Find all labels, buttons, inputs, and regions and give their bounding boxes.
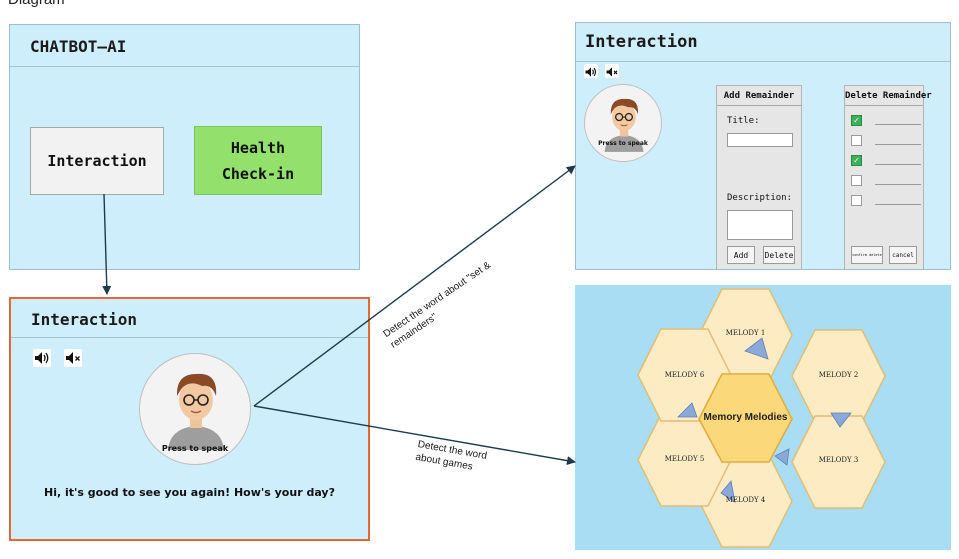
- games-connector-label: Detect the word about games: [414, 438, 488, 476]
- melody-2-label: MELODY 2: [818, 371, 859, 379]
- melody-6-label: MELODY 6: [664, 371, 705, 379]
- play-triangle-icon: [677, 402, 698, 418]
- reminder-screen-header: Interaction: [576, 23, 950, 62]
- interaction-tile-label: Interaction: [47, 152, 147, 170]
- press-to-speak-button[interactable]: Press to speak: [584, 84, 662, 162]
- speaker-on-icon[interactable]: [33, 349, 51, 367]
- add-reminder-button[interactable]: Add: [727, 246, 755, 264]
- health-checkin-tile[interactable]: Health Check-in: [194, 126, 322, 195]
- play-triangle-icon: [830, 412, 852, 428]
- delete-button[interactable]: Delete: [763, 246, 795, 264]
- game-screen: MELODY 1 MELODY 2 MELODY 3 MELODY 4 MELO…: [575, 285, 951, 550]
- memory-melodies-center-hex[interactable]: [698, 373, 793, 463]
- reminder-line: [875, 204, 921, 205]
- press-to-speak-label: Press to speak: [161, 444, 229, 453]
- reminder-screen: Interaction Press to speak Add Remai: [575, 22, 951, 270]
- home-screen-header: CHATBOT—AI: [10, 25, 359, 67]
- home-screen: CHATBOT—AI Interaction Health Check-in: [9, 24, 360, 270]
- reminder-checkbox[interactable]: [851, 135, 862, 146]
- delete-reminder-title: Delete Remainder: [845, 86, 932, 106]
- add-reminder-title: Add Remainder: [717, 86, 801, 106]
- delete-reminder-panel: Delete Remainder ✓ ✓ confirm delete canc…: [844, 85, 932, 269]
- press-to-speak-button[interactable]: Press to speak: [139, 353, 251, 465]
- reminder-line: [875, 124, 921, 125]
- reminder-checkbox[interactable]: ✓: [851, 115, 862, 126]
- reminders-connector-label-line1: Detect the word about "set &: [381, 259, 493, 340]
- melody-5-label: MELODY 5: [664, 455, 705, 463]
- reminder-checkbox[interactable]: [851, 195, 862, 206]
- add-reminder-panel: Add Remainder Title: Description: Add De…: [716, 85, 802, 269]
- confirm-delete-button[interactable]: confirm delete: [851, 246, 883, 264]
- reminder-checkbox[interactable]: ✓: [851, 155, 862, 166]
- melody-4-label: MELODY 4: [725, 496, 766, 504]
- interaction-screen: Interaction Press to speak Hi, it's good…: [9, 297, 370, 541]
- checkmark-icon: ✓: [853, 156, 860, 165]
- reminder-checkbox[interactable]: [851, 175, 862, 186]
- cancel-button[interactable]: cancel: [889, 246, 917, 264]
- hex-grid: [637, 288, 886, 548]
- interaction-screen-title: Interaction: [31, 310, 137, 329]
- melody-3-hex[interactable]: [791, 415, 886, 509]
- health-checkin-label-line2: Check-in: [221, 164, 295, 183]
- speaker-on-icon[interactable]: [584, 64, 598, 78]
- checkmark-icon: ✓: [853, 116, 860, 125]
- play-triangle-icon: [744, 337, 769, 360]
- reminder-screen-title: Interaction: [585, 32, 698, 52]
- greeting-text: Hi, it's good to see you again! How's yo…: [44, 486, 335, 499]
- reminders-connector-label: Detect the word about "set & remainders": [381, 259, 501, 352]
- melody-1-label: MELODY 1: [725, 329, 766, 337]
- description-input[interactable]: [727, 210, 793, 240]
- interaction-screen-header: Interaction: [11, 299, 368, 338]
- description-field-label: Description:: [727, 193, 793, 203]
- melody-3-label: MELODY 3: [818, 456, 859, 464]
- press-to-speak-label: Press to speak: [598, 140, 648, 147]
- title-field-label: Title:: [727, 116, 760, 126]
- avatar-icon: [168, 373, 224, 450]
- play-triangle-icon: [720, 480, 736, 503]
- reminder-line: [875, 164, 921, 165]
- diagram-caption-fragment: Diagram: [8, 0, 65, 8]
- home-screen-title: CHATBOT—AI: [30, 37, 127, 56]
- speaker-mute-icon[interactable]: [64, 349, 82, 367]
- speaker-mute-icon[interactable]: [605, 64, 619, 78]
- play-triangle-icon: [774, 448, 790, 466]
- reminder-line: [875, 184, 921, 185]
- memory-melodies-title: Memory Melodies: [703, 412, 788, 423]
- avatar-icon: [604, 98, 644, 152]
- health-checkin-label-line1: Health: [230, 138, 286, 157]
- interaction-tile[interactable]: Interaction: [30, 127, 164, 195]
- reminders-connector-label-line2: remainders": [388, 311, 440, 351]
- title-input[interactable]: [727, 133, 793, 147]
- reminder-line: [875, 144, 921, 145]
